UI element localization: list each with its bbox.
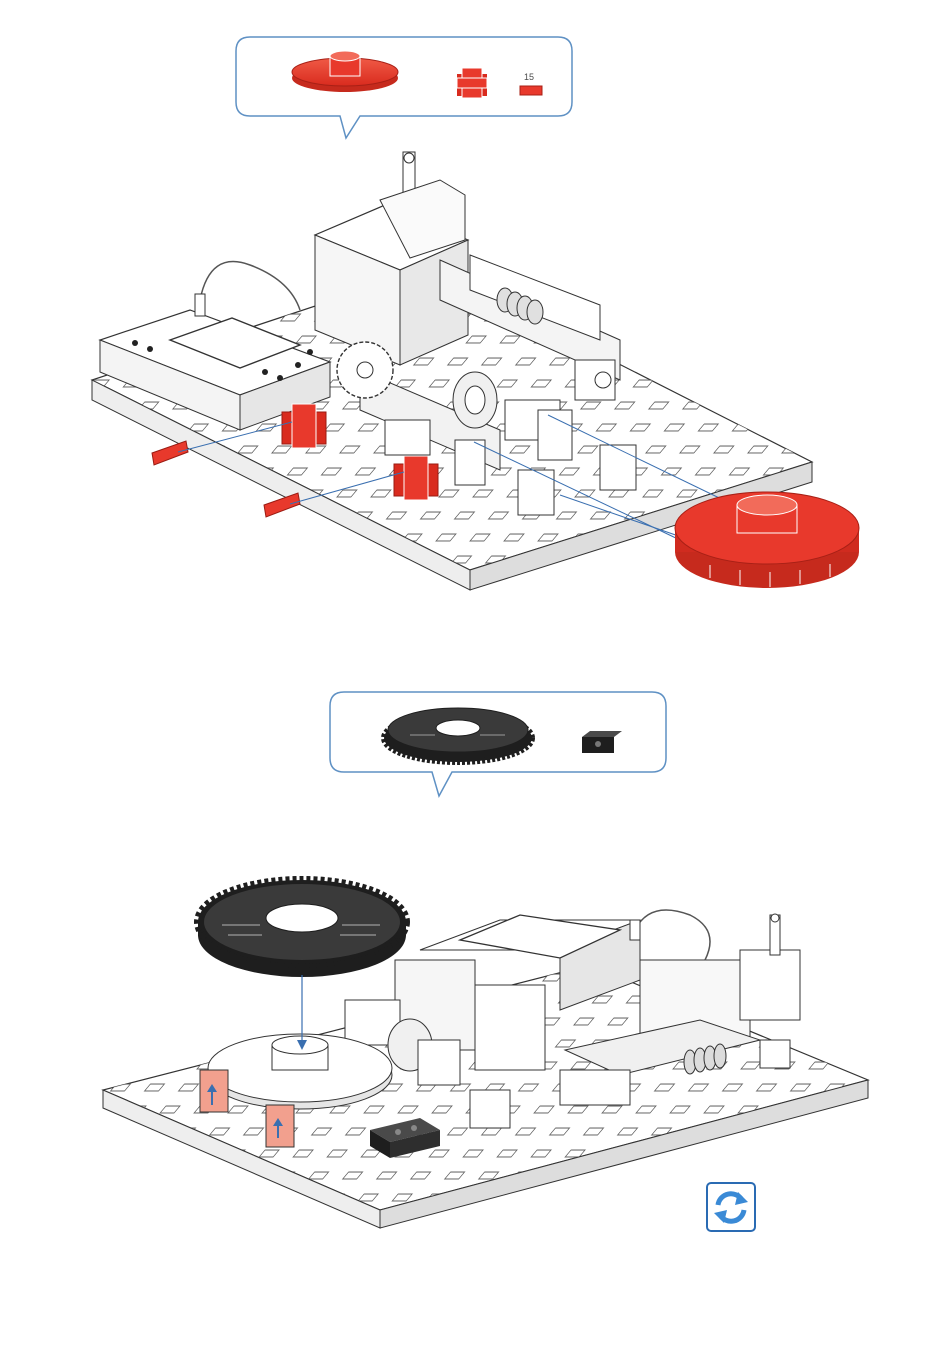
step2-parts-callout bbox=[330, 692, 666, 796]
loose-small-red-block-1 bbox=[152, 441, 188, 465]
turntable-large bbox=[675, 492, 859, 588]
loose-small-red-block-2 bbox=[264, 493, 300, 517]
red-building-block-icon bbox=[457, 68, 487, 98]
black-gear-part-icon bbox=[384, 708, 532, 762]
step1-model-illustration bbox=[92, 152, 859, 590]
step1-parts-callout: 15 bbox=[236, 37, 572, 138]
rotate-view-icon[interactable] bbox=[707, 1183, 755, 1231]
pink-position-marker-2 bbox=[266, 1105, 294, 1147]
pink-position-marker-1 bbox=[200, 1070, 228, 1112]
part-size-label: 15 bbox=[524, 72, 534, 82]
step2-model-illustration bbox=[103, 880, 868, 1228]
gear-wheel-large bbox=[198, 880, 406, 977]
